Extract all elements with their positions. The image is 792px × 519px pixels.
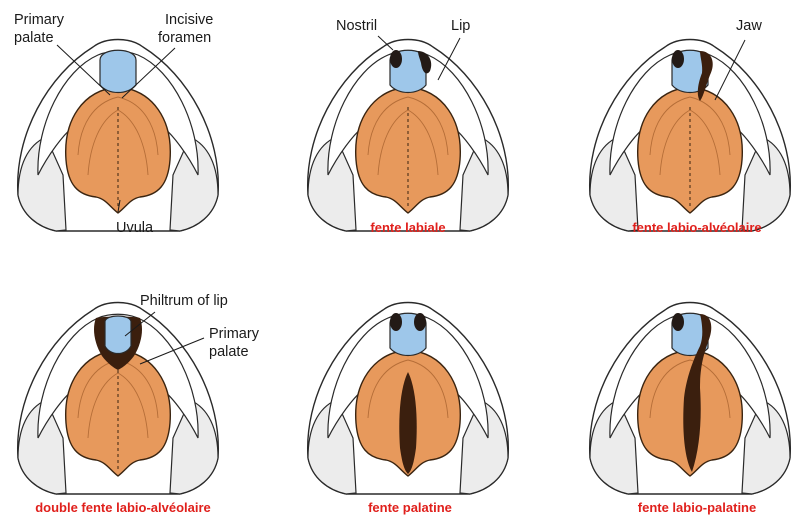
caption-cleft-lip: fente labiale [370, 220, 445, 235]
caption-cleft-lip-alveolar: fente labio-alvéolaire [632, 220, 761, 235]
caption-cleft-lip-palate: fente labio-palatine [638, 500, 756, 515]
label-nostril: Nostril [336, 18, 377, 34]
panel-cleft-lip [308, 40, 509, 232]
panel-normal [18, 40, 219, 232]
caption-cleft-palate: fente palatine [368, 500, 452, 515]
panel-double-cleft [18, 303, 219, 495]
label-philtrum: Philtrum of lip [140, 293, 228, 309]
caption-double-cleft: double fente labio-alvéolaire [35, 500, 211, 515]
panel-cleft-lip-palate [590, 303, 791, 495]
primary-palate-region [100, 50, 136, 92]
label-jaw: Jaw [736, 18, 762, 34]
label-lip: Lip [451, 18, 470, 34]
panel-cleft-palate [308, 303, 509, 495]
panel-cleft-lip-alveolar [590, 40, 791, 232]
nostril-left [390, 50, 402, 68]
label-uvula: Uvula [116, 220, 154, 236]
